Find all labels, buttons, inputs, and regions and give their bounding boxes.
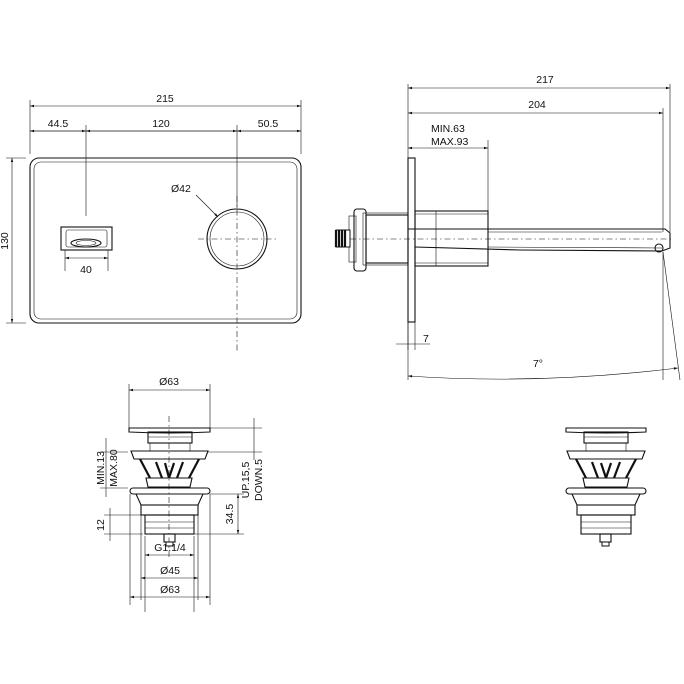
dim-knob-leader <box>195 194 219 218</box>
drain-view-plain <box>565 427 647 547</box>
dim-spout-width: 40 <box>80 264 92 276</box>
dim-travel-up: UP.15,5 <box>240 462 252 499</box>
drain-cage <box>139 458 200 488</box>
dim-adjust-max: MAX.80 <box>108 449 120 487</box>
dim-adjust-min: MIN.13 <box>95 451 107 485</box>
dim-center-spacing: 120 <box>152 118 170 130</box>
dim-total-length: 217 <box>536 74 554 86</box>
drain-view-dimensioned: Ø63 MIN.13 MAX.80 UP.15,5 <box>95 376 265 612</box>
dim-plate-width: 215 <box>156 93 174 105</box>
dim-angle-arc <box>407 367 679 380</box>
mixer-body <box>334 208 489 272</box>
dim-plate-thickness: 7 <box>423 333 429 345</box>
dim-depth-max: MAX.93 <box>431 136 469 148</box>
dim-depth-min: MIN.63 <box>431 123 465 135</box>
dim-thread: G1.1/4 <box>154 542 186 554</box>
dim-knob-diameter: Ø42 <box>171 183 191 195</box>
spout-arm <box>350 228 672 253</box>
dim-travel-down: DOWN.5 <box>253 459 265 501</box>
wall-plate-outline <box>29 157 302 324</box>
dim-body-diameter: Ø45 <box>160 565 180 577</box>
dim-thread-height: 12 <box>95 519 107 531</box>
plate-side <box>407 157 416 323</box>
dim-body-height: 34.5 <box>224 504 236 525</box>
plate-front-view: 215 44.5 120 50.5 130 40 <box>0 93 302 352</box>
dim-offset-left: 44.5 <box>48 118 69 130</box>
spout-outlet: 40 <box>60 226 113 276</box>
dim-offset-right: 50.5 <box>258 118 279 130</box>
spout-side-view: 217 204 MIN.63 MAX.93 <box>334 74 681 381</box>
dim-projection: 204 <box>528 99 546 111</box>
dim-angle: 7° <box>533 358 543 370</box>
control-knob: Ø42 <box>171 183 276 352</box>
wall-plate-inner-edge <box>33 161 298 320</box>
dim-flange-diameter: Ø63 <box>160 584 180 596</box>
dim-plate-height: 130 <box>0 232 11 250</box>
dim-cap-diameter: Ø63 <box>159 376 179 388</box>
